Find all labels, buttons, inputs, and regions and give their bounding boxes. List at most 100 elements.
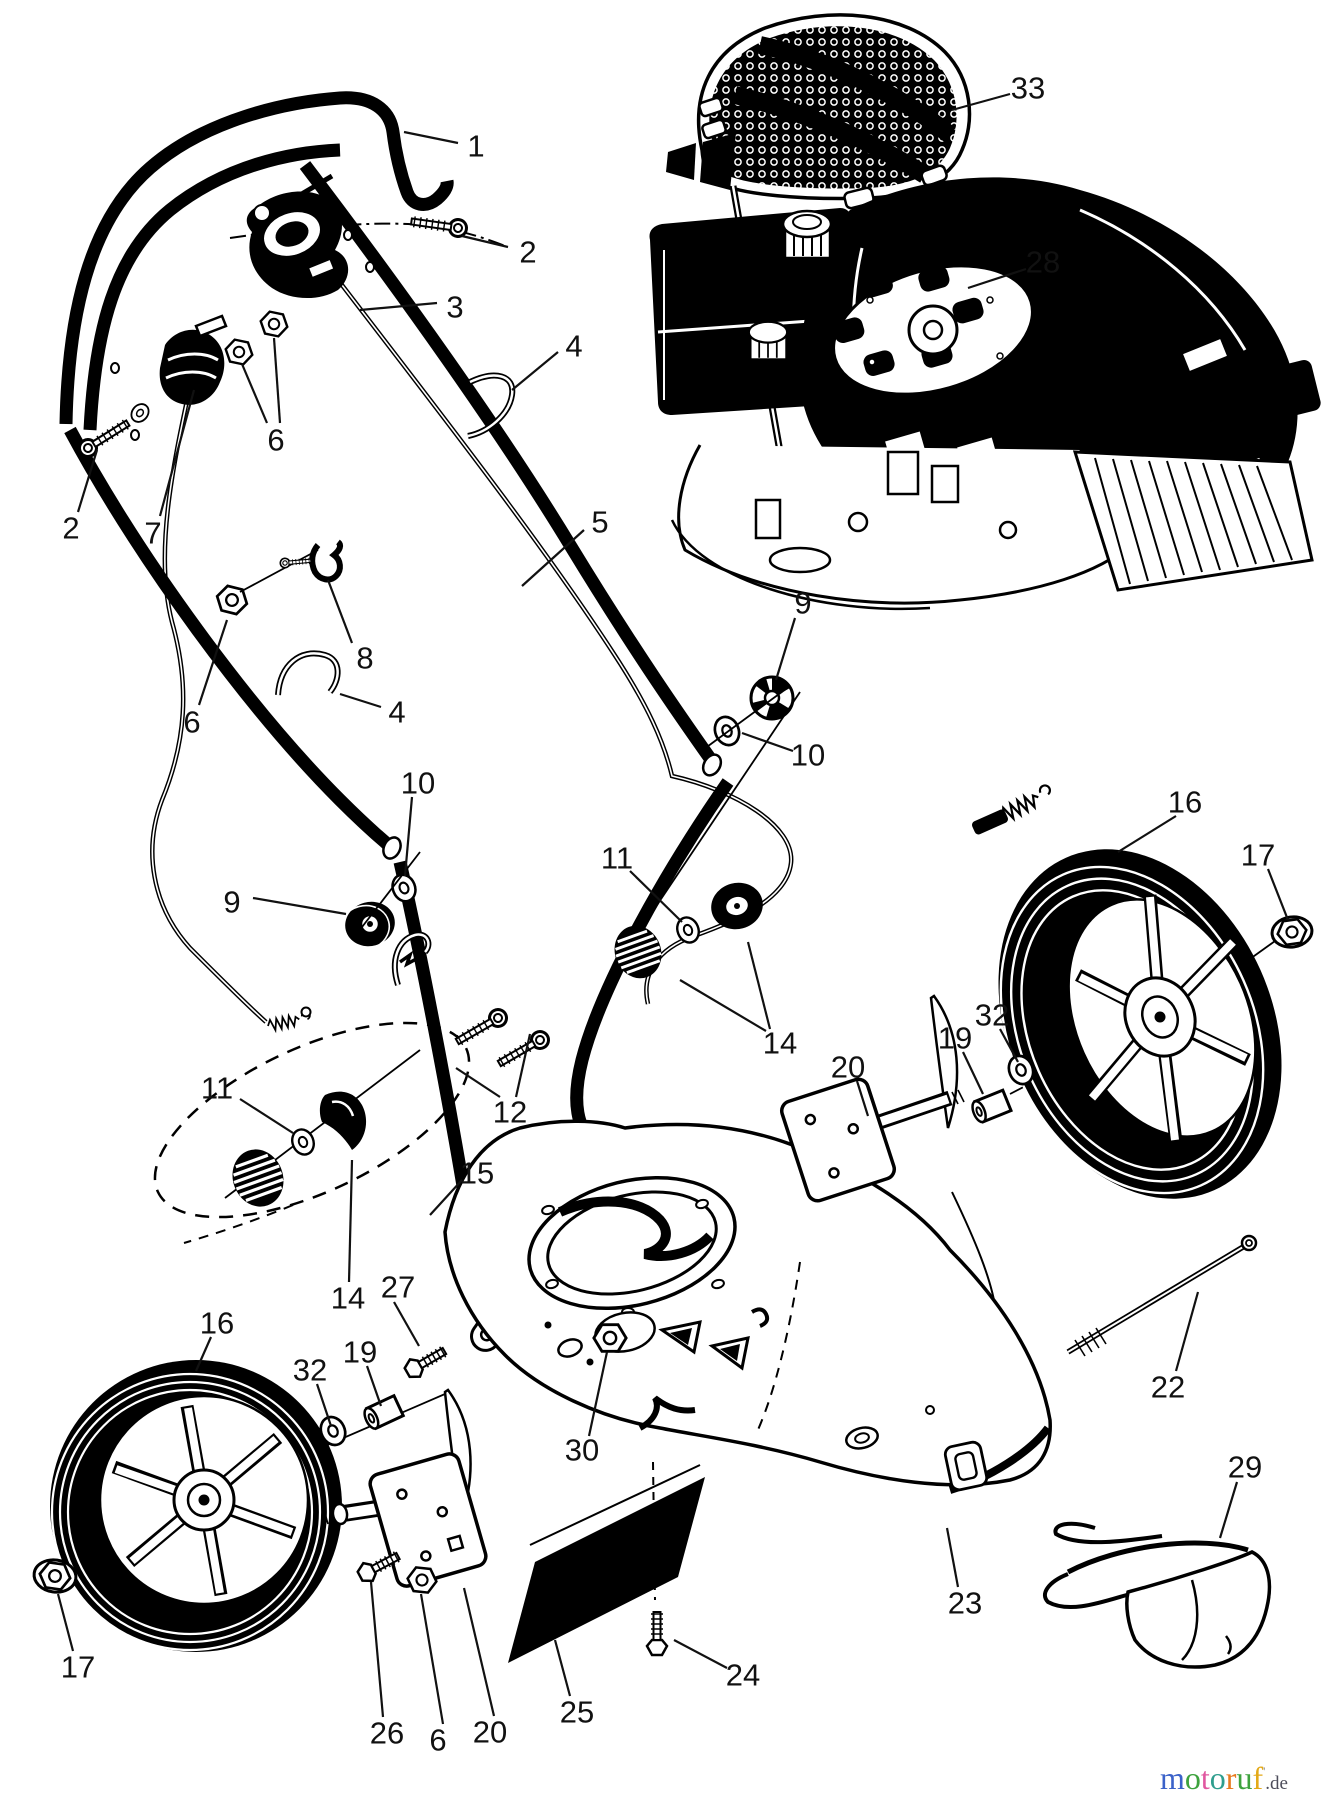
recoil-starter-plate xyxy=(832,264,1034,396)
callout-leader-16 xyxy=(194,1336,213,1372)
callout-label-4: 4 xyxy=(388,695,405,730)
callout-leader-5 xyxy=(521,529,585,587)
knob-row-left xyxy=(222,1049,421,1216)
cable-clip xyxy=(279,539,344,583)
throttle-control xyxy=(246,173,349,299)
callout-label-30: 30 xyxy=(565,1433,599,1468)
callout-label-16: 16 xyxy=(200,1306,234,1341)
adjust-axis-left xyxy=(351,851,421,941)
handle-bolt-top xyxy=(408,211,470,240)
left-wheel xyxy=(50,1360,446,1652)
callout-label-6: 6 xyxy=(429,1723,446,1758)
callout-leader-24 xyxy=(673,1639,728,1669)
callout-label-8: 8 xyxy=(356,641,373,676)
callout-label-27: 27 xyxy=(381,1270,415,1305)
callout-leader-14 xyxy=(746,941,772,1030)
callout-label-33: 33 xyxy=(1011,71,1045,106)
callout-leader-30 xyxy=(587,1351,609,1437)
crankcase xyxy=(670,444,1132,611)
callout-leader-3 xyxy=(359,301,438,312)
callout-label-7: 7 xyxy=(144,516,161,551)
callout-label-26: 26 xyxy=(370,1716,404,1751)
callout-label-22: 22 xyxy=(1151,1370,1185,1405)
handle-side-rails xyxy=(64,161,723,860)
callout-leader-19 xyxy=(962,1051,984,1095)
callout-leader-32 xyxy=(999,1028,1019,1063)
callout-leader-12 xyxy=(514,1033,532,1098)
callout-leader-10 xyxy=(403,796,414,877)
callout-leader-17 xyxy=(1266,868,1290,921)
callout-label-17: 17 xyxy=(61,1650,95,1685)
callout-label-2: 2 xyxy=(519,235,536,270)
callout-leader-4 xyxy=(339,692,382,709)
callout-leader-1 xyxy=(403,130,459,145)
callout-label-6: 6 xyxy=(267,423,284,458)
callout-label-25: 25 xyxy=(560,1695,594,1730)
callout-leader-15 xyxy=(429,1179,463,1216)
nut-6-a xyxy=(222,337,256,367)
left-axle-bracket xyxy=(314,1388,488,1595)
callout-label-11: 11 xyxy=(201,1071,233,1106)
deck-skirt xyxy=(508,1464,705,1663)
callout-label-14: 14 xyxy=(763,1026,797,1061)
dipstick-flag xyxy=(700,133,736,190)
callout-leader-6 xyxy=(240,363,269,424)
callout-label-17: 17 xyxy=(1241,838,1275,873)
watermark-letter: f xyxy=(1252,1760,1264,1796)
callout-leader-7 xyxy=(158,389,196,517)
callout-label-9: 9 xyxy=(223,885,240,920)
callout-label-16: 16 xyxy=(1168,785,1202,820)
deck-vent-slots xyxy=(658,1307,770,1371)
callout-leader-6 xyxy=(272,337,282,424)
callout-label-19: 19 xyxy=(343,1335,377,1370)
callout-label-29: 29 xyxy=(1228,1450,1262,1485)
watermark-logo: motoruf'.de xyxy=(1160,1752,1327,1800)
right-wheel xyxy=(998,849,1283,1199)
callout-leader-6 xyxy=(419,1593,445,1725)
callout-leader-4 xyxy=(511,351,559,391)
callout-leader-14 xyxy=(679,979,767,1032)
callout-leader-22 xyxy=(1174,1291,1200,1372)
assembly-path-ellipse xyxy=(153,1021,471,1219)
callout-leader-17 xyxy=(56,1593,75,1652)
callout-label-10: 10 xyxy=(401,766,435,801)
callout-leader-20 xyxy=(462,1587,496,1717)
nut-6-b xyxy=(257,309,291,339)
muffler xyxy=(1251,359,1321,423)
cable-clamp xyxy=(159,314,228,405)
callout-leader-10 xyxy=(741,731,794,753)
callout-label-3: 3 xyxy=(446,290,463,325)
callout-leader-11 xyxy=(239,1098,294,1134)
callout-label-15: 15 xyxy=(460,1156,494,1191)
deck-handle-loop xyxy=(557,1196,714,1261)
callout-label-32: 32 xyxy=(975,998,1009,1033)
callout-leader-6 xyxy=(197,619,229,706)
callout-leader-19 xyxy=(365,1365,383,1407)
watermark-letter: u xyxy=(1236,1760,1253,1796)
callout-leader-2 xyxy=(76,449,99,513)
callout-leader-32 xyxy=(315,1383,333,1427)
callout-label-19: 19 xyxy=(938,1021,972,1056)
callout-label-14: 14 xyxy=(331,1281,365,1316)
watermark-suffix: .de xyxy=(1265,1773,1288,1794)
safety-glasses xyxy=(1042,1521,1272,1669)
cable-spring-end xyxy=(971,782,1056,835)
callout-leader-20 xyxy=(855,1080,870,1117)
callout-leader-2 xyxy=(461,234,509,249)
callout-leader-11 xyxy=(629,870,683,923)
adjust-pulley-left xyxy=(338,901,395,951)
callout-leader-8 xyxy=(326,579,354,644)
callout-label-11: 11 xyxy=(601,841,633,876)
watermark-letter: m xyxy=(1160,1760,1185,1796)
callout-label-20: 20 xyxy=(831,1050,865,1085)
callout-leader-16 xyxy=(1117,815,1177,853)
clamp-washer xyxy=(126,399,154,427)
callout-leader-23 xyxy=(945,1527,960,1588)
mower-deck xyxy=(183,1119,1052,1601)
callout-leader-25 xyxy=(553,1639,572,1697)
engine xyxy=(649,133,1321,611)
watermark-letter: o xyxy=(1184,1760,1201,1796)
callout-leader-9 xyxy=(774,617,797,681)
callout-label-20: 20 xyxy=(473,1715,507,1750)
